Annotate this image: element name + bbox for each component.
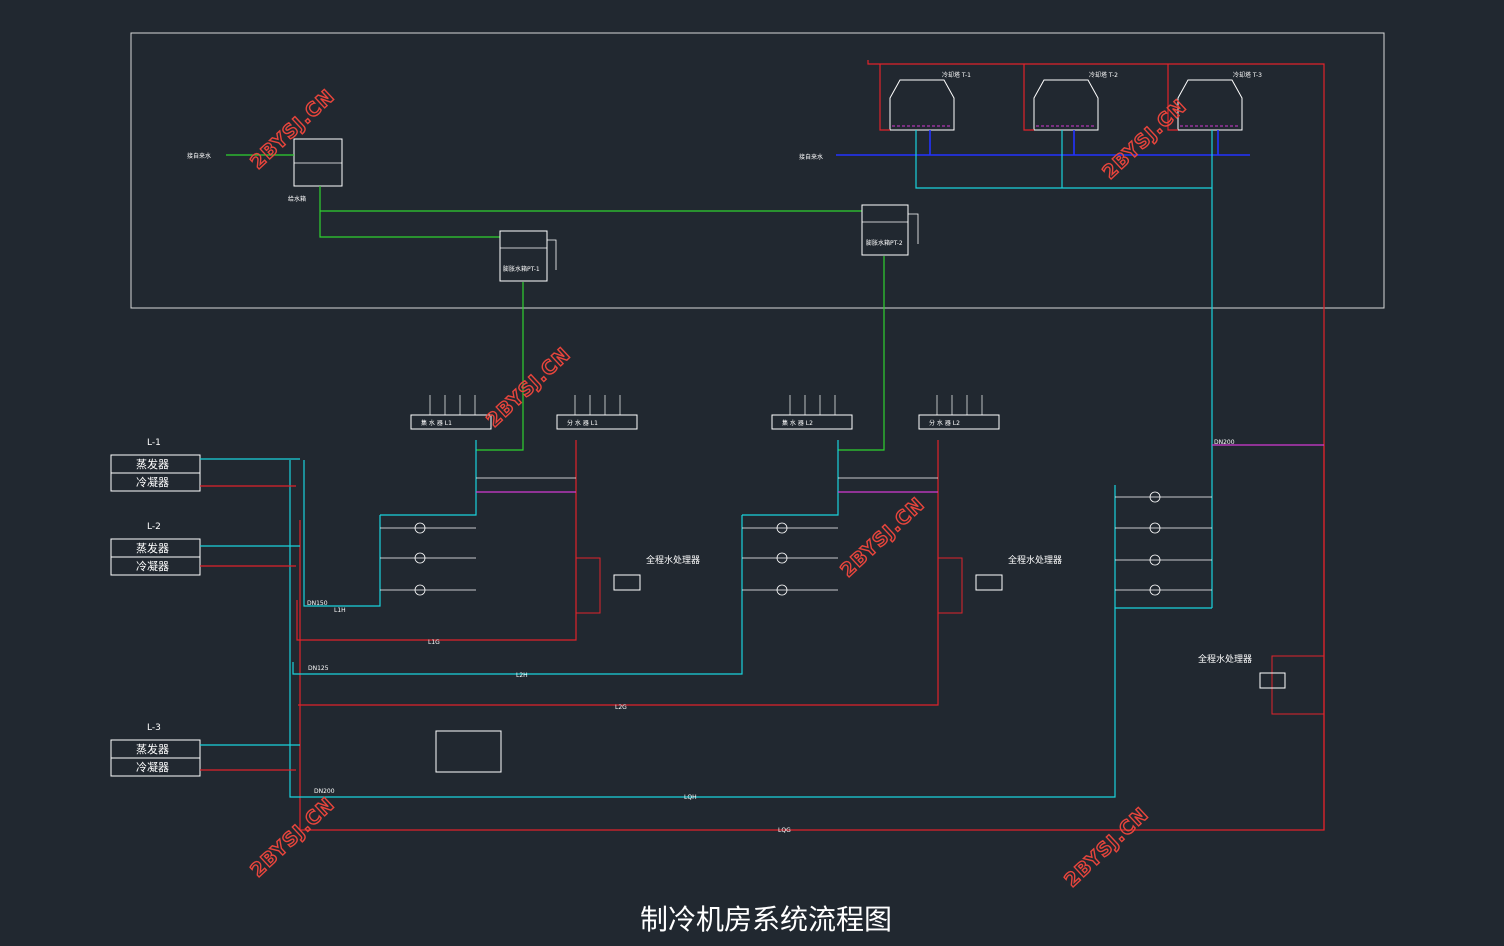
- dn150-label: DN150: [307, 600, 328, 607]
- l1h-label: L1H: [334, 607, 346, 614]
- tower-3-label: 冷却塔 T-3: [1233, 71, 1262, 79]
- chiller-condenser-box: [110, 757, 201, 777]
- header-2-label: 分 水 器 L1: [567, 419, 598, 427]
- watermark-5: 2BYSJ.CN: [246, 793, 339, 882]
- expansion-tank-1: 膨胀水箱PT-1: [499, 230, 557, 282]
- header-3-label: 集 水 器 L2: [782, 419, 813, 427]
- chiller-evaporator-label: 蒸发器: [136, 541, 169, 555]
- water-treatment-2: 全程水处理器: [938, 554, 1062, 614]
- expansion-tank-2-label: 膨胀水箱PT-2: [866, 239, 903, 247]
- diagram-title: 制冷机房系统流程图: [640, 903, 892, 936]
- tower-1-label: 冷却塔 T-1: [942, 71, 971, 79]
- chiller-condenser-label: 冷凝器: [136, 475, 169, 489]
- water-treatment-1-label: 全程水处理器: [646, 554, 700, 566]
- chiller-condenser-box: [110, 472, 201, 492]
- condenser-return-lines: [299, 60, 1325, 831]
- chiller-condenser-label: 冷凝器: [136, 760, 169, 774]
- water-treatment-2-label: 全程水处理器: [1008, 554, 1062, 566]
- tower-inlet-label: 接自来水: [799, 153, 823, 161]
- expansion-tank-2: 膨胀水箱PT-2: [861, 204, 919, 256]
- tower-makeup-lines: [836, 130, 1250, 156]
- l1g-label: L1G: [428, 639, 440, 646]
- watermark-6: 2BYSJ.CN: [1060, 803, 1153, 892]
- l2h-label: L2H: [516, 672, 528, 679]
- watermark-3: 2BYSJ.CN: [836, 493, 929, 582]
- chiller-evaporator-label: 蒸发器: [136, 457, 169, 471]
- header-branches: [429, 395, 983, 415]
- chiller-condenser-label: 冷凝器: [136, 559, 169, 573]
- water-treatment-3-label: 全程水处理器: [1198, 653, 1252, 665]
- chilled-supply-lines: [200, 440, 839, 746]
- tank-label: 给水箱: [288, 195, 306, 203]
- tower-2-label: 冷却塔 T-2: [1089, 71, 1118, 79]
- l2g-label: L2G: [615, 704, 627, 711]
- header-4-label: 分 水 器 L2: [929, 419, 960, 427]
- expansion-tank-1-label: 膨胀水箱PT-1: [503, 265, 540, 273]
- water-treatment-1: 全程水处理器: [576, 554, 700, 614]
- blank-block: [435, 730, 502, 773]
- chilled-pump-group-1: [380, 522, 476, 596]
- chilled-pump-group-2: [742, 522, 838, 596]
- cooling-towers: [889, 79, 1243, 131]
- chiller-id-label: L-1: [147, 438, 161, 448]
- lqg-label: LQG: [778, 827, 791, 834]
- header-1-label: 集 水 器 L1: [421, 419, 452, 427]
- dn200-right-label: DN200: [1214, 439, 1235, 446]
- tank-inlet-label: 接自来水: [187, 152, 211, 160]
- watermark-1: 2BYSJ.CN: [246, 85, 339, 174]
- chiller-evaporator-label: 蒸发器: [136, 742, 169, 756]
- water-treatment-3: [1271, 655, 1324, 715]
- dn125-label: DN125: [308, 665, 329, 672]
- roof-frame: [130, 32, 1385, 309]
- chiller-id-label: L-3: [147, 723, 161, 733]
- cooling-pump-group: [1115, 491, 1212, 596]
- watermark-4: 2BYSJ.CN: [1098, 95, 1191, 184]
- dn200-bottom-label: DN200: [314, 788, 335, 795]
- header-boxes: [410, 414, 1000, 430]
- makeup-water-lines: [319, 186, 885, 451]
- chiller-id-label: L-2: [147, 522, 161, 532]
- chilled-return-lines: [200, 440, 939, 771]
- water-treatment-3-box: [1259, 672, 1286, 689]
- tower-supply-lines: [289, 130, 1213, 798]
- watermark-2: 2BYSJ.CN: [482, 343, 575, 432]
- lqh-label: LQH: [684, 794, 697, 801]
- feed-water-tank: 接自来水 给水箱: [187, 138, 343, 203]
